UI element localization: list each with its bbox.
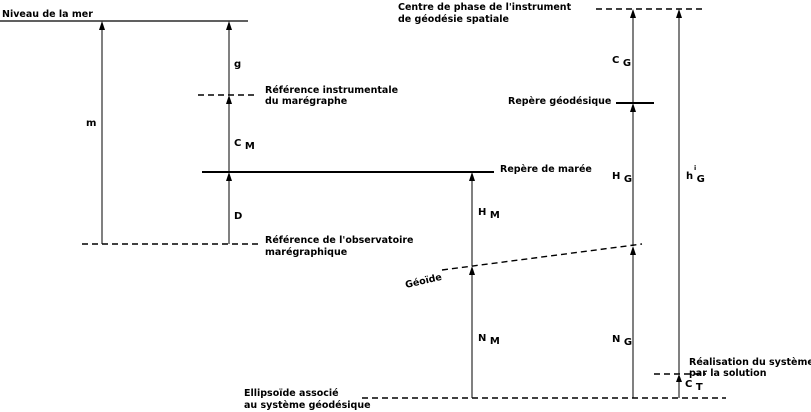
hg-arrow-head: [630, 103, 636, 112]
symbol-g-base: g: [234, 59, 241, 70]
ellipsoid-label-line1: Ellipsoïde associé: [244, 388, 339, 399]
nm-arrow-head: [469, 266, 475, 275]
symbol-ng-base: N: [612, 334, 620, 345]
symbol-nm: N M: [478, 333, 500, 347]
tide-benchmark-label: Repère de marée: [500, 164, 592, 175]
system-realisation-label-line2: par la solution: [689, 368, 767, 379]
ellipsoid-label-line2: au système géodésique: [244, 400, 371, 411]
symbol-ct: C T: [685, 379, 703, 393]
symbol-hgi-sub: G: [697, 174, 705, 185]
instrument-reference-label-line2: du marégraphe: [265, 96, 347, 107]
observatory-reference-label-line2: marégraphique: [265, 247, 347, 258]
phase-center-label: Centre de phase de l'instrument de géodé…: [398, 2, 574, 25]
symbol-ng: N G: [612, 334, 632, 348]
symbol-hg-base: H: [612, 171, 620, 182]
geoid-line: [441, 243, 643, 271]
hm-arrow-head: [469, 172, 475, 181]
symbol-m: m: [86, 118, 96, 129]
ct-arrow-head: [676, 374, 682, 382]
cm-arrow-head: [226, 95, 232, 104]
symbol-cg-sub: G: [623, 58, 631, 69]
symbol-g: g: [234, 59, 241, 70]
symbol-cg: C G: [612, 55, 631, 69]
symbol-hm-sub: M: [490, 210, 500, 221]
d-arrow-head: [226, 172, 232, 181]
phase-center-label-line2: de géodésie spatiale: [398, 14, 509, 25]
symbol-hgi-base: h: [686, 171, 693, 182]
observatory-reference-label-line1: Référence de l'observatoire: [265, 235, 414, 246]
symbol-cm: C M: [234, 138, 255, 152]
symbol-ct-sub: T: [696, 382, 703, 393]
symbol-hm: H M: [478, 207, 500, 221]
symbol-hgi-sup: i: [694, 164, 696, 172]
symbol-cm-sub: M: [245, 141, 255, 152]
phase-center-label-line1: Centre de phase de l'instrument: [398, 2, 572, 13]
m-arrow-head: [99, 21, 105, 30]
symbol-cm-base: C: [234, 138, 241, 149]
symbol-ng-sub: G: [624, 337, 632, 348]
symbol-hg-sub: G: [624, 174, 632, 185]
sea-level-label: Niveau de la mer: [2, 9, 93, 20]
symbol-ct-base: C: [685, 379, 692, 390]
symbol-d: D: [234, 211, 242, 222]
cg-arrow-head: [630, 9, 636, 18]
symbol-hgi: h G: [686, 171, 705, 185]
geodetic-benchmark-label: Repère géodésique: [508, 96, 611, 107]
instrument-reference-label-line1: Référence instrumentale: [265, 85, 398, 96]
system-realisation-label: Réalisation du système par la solution: [689, 357, 811, 379]
symbol-hg: H G: [612, 171, 632, 185]
system-realisation-label-line1: Réalisation du système: [689, 357, 811, 368]
ellipsoid-label: Ellipsoïde associé au système géodésique: [244, 388, 371, 411]
symbol-nm-base: N: [478, 333, 486, 344]
ng-arrow-head: [630, 246, 636, 255]
symbol-cg-base: C: [612, 55, 619, 66]
instrument-reference-label: Référence instrumentale du marégraphe: [265, 85, 401, 107]
hgi-arrow-head: [676, 9, 682, 18]
g-arrow-head: [226, 21, 232, 30]
symbol-nm-sub: M: [490, 336, 500, 347]
observatory-reference-label: Référence de l'observatoire marégraphiqu…: [265, 235, 417, 258]
symbol-m-base: m: [86, 118, 96, 129]
symbol-d-base: D: [234, 211, 242, 222]
geoid-label: Géoïde: [404, 272, 443, 291]
symbol-hm-base: H: [478, 207, 486, 218]
